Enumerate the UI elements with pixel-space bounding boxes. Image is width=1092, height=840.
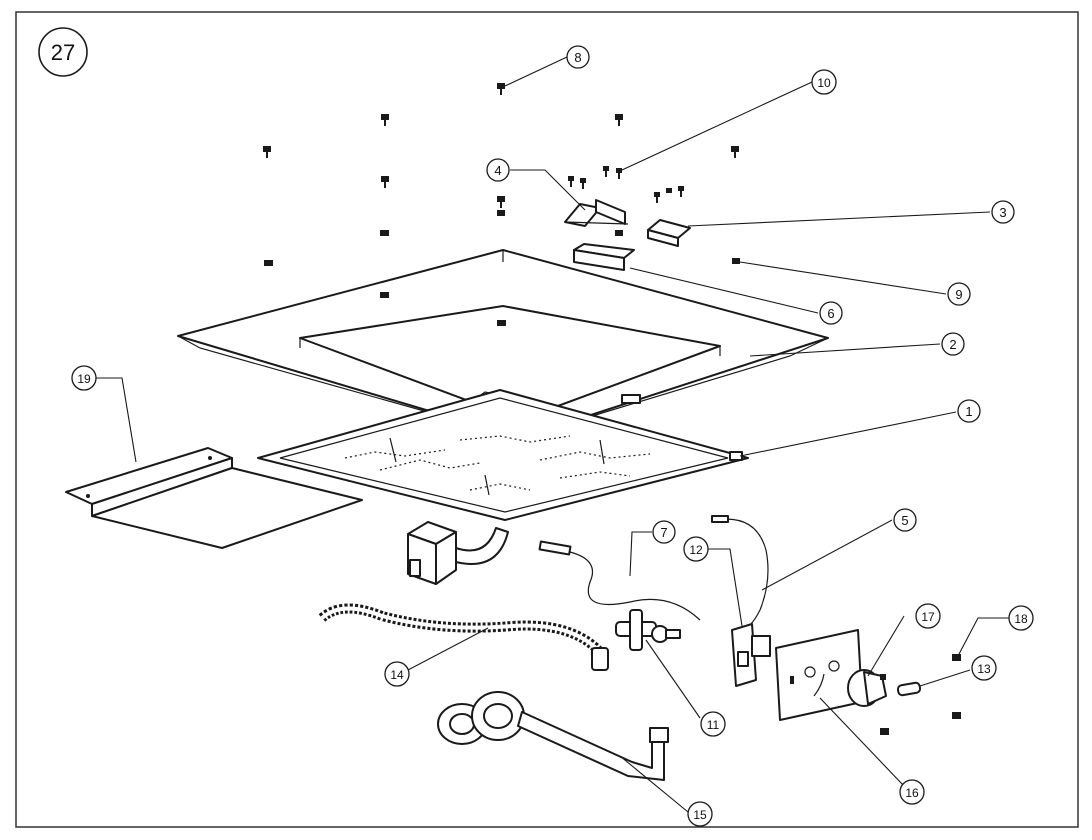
burner-valve-body: [407, 521, 509, 585]
svg-text:19: 19: [77, 372, 91, 386]
svg-text:10: 10: [817, 76, 831, 90]
part-4-bracket: [564, 199, 629, 227]
svg-text:7: 7: [660, 525, 667, 540]
part-19-side-shelf: [65, 447, 363, 549]
svg-text:4: 4: [494, 163, 501, 178]
svg-text:15: 15: [693, 808, 707, 822]
callout-5: 5: [893, 508, 917, 532]
callout-12: 12: [683, 536, 709, 562]
svg-text:2: 2: [949, 337, 956, 352]
fasteners: [263, 83, 740, 326]
svg-text:9: 9: [955, 287, 962, 302]
callout-9: 9: [947, 282, 971, 306]
part-14-gas-hose: [318, 603, 609, 671]
callout-19: 19: [71, 365, 97, 391]
callout-15: 15: [687, 801, 713, 827]
callout-4: 4: [486, 158, 510, 182]
svg-text:1: 1: [965, 404, 972, 419]
callout-10: 10: [811, 69, 837, 95]
callout-13: 13: [971, 655, 997, 681]
svg-text:8: 8: [574, 50, 581, 65]
part-11-control-valve: [615, 609, 681, 651]
svg-text:14: 14: [390, 668, 404, 682]
part-7-thermocouple: [538, 540, 701, 621]
svg-text:18: 18: [1014, 612, 1028, 626]
svg-text:12: 12: [689, 543, 703, 557]
svg-text:17: 17: [921, 610, 935, 624]
svg-text:3: 3: [999, 205, 1006, 220]
callout-11: 11: [700, 711, 726, 737]
part-6-bracket: [573, 243, 635, 271]
callout-2: 2: [941, 332, 965, 356]
callout-6: 6: [819, 301, 843, 325]
part-17-control-knob: [847, 669, 887, 707]
callout-14: 14: [384, 661, 410, 687]
part-15-regulator-pipe: [437, 691, 669, 781]
callout-8: 8: [566, 45, 590, 69]
callout-18: 18: [1008, 605, 1034, 631]
svg-text:11: 11: [707, 718, 720, 732]
diagram-border: [15, 11, 1079, 828]
part-12-igniter-module: [731, 623, 771, 687]
svg-text:6: 6: [827, 306, 834, 321]
callouts: 1 2 3 4 5 6 7 8 9 10 11 12 13 14 15 16 1…: [71, 45, 1034, 827]
callout-7: 7: [652, 520, 676, 544]
svg-text:16: 16: [905, 786, 919, 800]
svg-text:5: 5: [901, 513, 908, 528]
part-18-screw: [880, 654, 961, 735]
callout-1: 1: [957, 399, 981, 423]
part-1-burner-plate: [257, 389, 749, 521]
callout-16: 16: [899, 779, 925, 805]
figure-number: 27: [51, 40, 75, 65]
figure-number-badge: 27: [38, 27, 88, 77]
callout-3: 3: [991, 200, 1015, 224]
svg-text:13: 13: [977, 662, 991, 676]
callout-17: 17: [915, 603, 941, 629]
part-13-stem: [896, 681, 922, 697]
part-3-bracket: [647, 219, 691, 247]
part-16-control-plate: [775, 629, 863, 721]
leader-lines: [96, 56, 1010, 813]
